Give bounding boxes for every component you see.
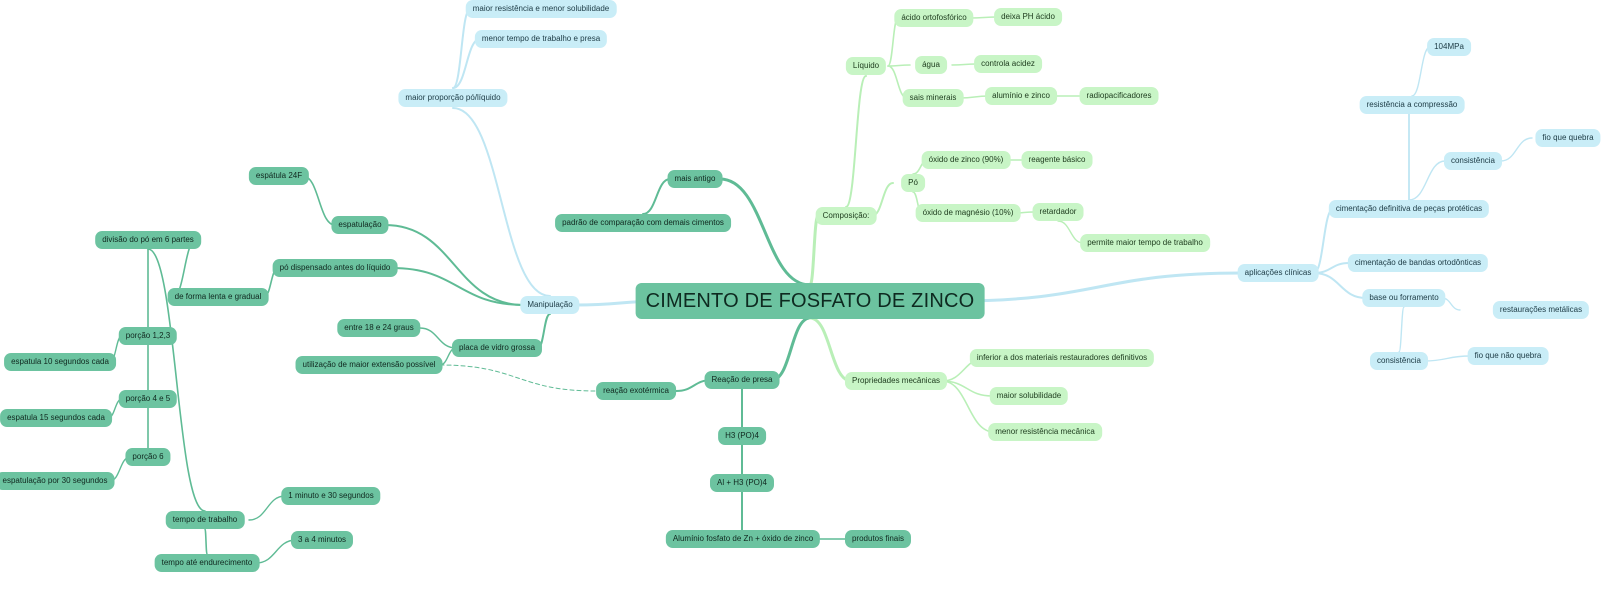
node-prop-mecanicas[interactable]: Propriedades mecânicas (844, 372, 948, 390)
node-restauracoes[interactable]: restaurações metálicas (1492, 301, 1590, 319)
node-tempo-endurecimento[interactable]: tempo até endurecimento (154, 554, 260, 572)
edge-utilizacao-exotermica (439, 364, 597, 392)
node-porcao45[interactable]: porção 4 e 5 (118, 390, 178, 408)
edge-manip-po (391, 267, 525, 306)
node-al-h3po4[interactable]: Al + H3 (PO)4 (709, 474, 775, 492)
node-reagente-basico[interactable]: reagente básico (1021, 151, 1093, 169)
edge-tempo-endurecimento (204, 528, 208, 555)
node-po-dispensado[interactable]: pó dispensado antes do líquido (272, 259, 398, 277)
node-oxido-zinco[interactable]: óxido de zinco (90%) (921, 151, 1011, 169)
edge-prop-menor (941, 380, 995, 433)
edge-aplic-definitiva (1313, 208, 1334, 274)
node-esp30[interactable]: espatulação por 30 segundos (0, 472, 115, 490)
node-padrao[interactable]: padrão de comparação com demais cimentos (555, 214, 731, 232)
node-composicao[interactable]: Composição: (815, 207, 877, 225)
edge-base-consistencia2 (1398, 306, 1405, 353)
node-de-forma-lenta[interactable]: de forma lenta e gradual (167, 288, 269, 306)
node-reacao-exotermica[interactable]: reação exotérmica (596, 382, 676, 400)
edge-root-mais-antigo (718, 177, 812, 287)
node-divisao[interactable]: divisão do pó em 6 partes (95, 231, 201, 249)
edge-composicao-liquido (845, 75, 867, 208)
edge-espatulacao-24f (302, 175, 336, 226)
node-sais-minerais[interactable]: sais minerais (902, 89, 964, 107)
node-maior-solubilidade[interactable]: maior solubilidade (989, 387, 1069, 405)
root-node[interactable]: CIMENTO DE FOSFATO DE ZINCO (635, 283, 985, 319)
edge-divisao-tempo (147, 248, 206, 512)
edge-consistencia2-fio (1423, 355, 1471, 362)
node-po[interactable]: Pó (901, 174, 925, 192)
edge-tempo-minuto (248, 495, 286, 521)
edge-consistencia-fio (1500, 137, 1533, 162)
edge-endurecimento-tres (255, 539, 297, 564)
node-esp15[interactable]: espatula 15 segundos cada (0, 409, 112, 427)
node-consistencia1[interactable]: consistência (1443, 152, 1503, 170)
edge-manip-espatulacao (384, 224, 525, 306)
node-retardador[interactable]: retardador (1032, 203, 1084, 221)
edge-aplic-base (1313, 272, 1367, 299)
node-aplicacoes[interactable]: aplicações clínicas (1237, 264, 1319, 282)
edge-resistencia-mpa (1411, 46, 1431, 97)
node-radiopacificadores[interactable]: radiopacificadores (1079, 87, 1159, 105)
node-porcao6[interactable]: porção 6 (125, 448, 171, 466)
node-deixa-ph[interactable]: deixa PH ácido (994, 8, 1062, 26)
node-maior-resistencia[interactable]: maior resistência e menor solubilidade (465, 0, 617, 18)
node-liquido[interactable]: Líquido (845, 57, 887, 75)
node-porcao123[interactable]: porção 1,2,3 (118, 327, 178, 345)
node-espatula24f[interactable]: espátula 24F (248, 167, 310, 185)
edge-liquido-agua (887, 64, 911, 67)
node-utilizacao[interactable]: utilização de maior extensão possível (295, 356, 443, 374)
edge-root-prop (808, 316, 853, 383)
node-oxido-magnesio[interactable]: óxido de magnésio (10%) (915, 204, 1021, 222)
node-tres-a-quatro[interactable]: 3 a 4 minutos (290, 531, 354, 549)
edge-root-composicao (808, 214, 820, 287)
node-aluminio-fosfato[interactable]: Alumínio fosfato de Zn + óxido de zinco (665, 530, 821, 548)
node-fio-quebra[interactable]: fio que quebra (1535, 129, 1601, 147)
node-cimentacao-definitiva[interactable]: cimentação definitiva de peças protética… (1328, 200, 1490, 218)
node-tempo-trabalho[interactable]: tempo de trabalho (165, 511, 245, 529)
node-placa-vidro[interactable]: placa de vidro grossa (451, 339, 543, 357)
node-mais-antigo[interactable]: mais antigo (667, 170, 723, 188)
node-um-minuto[interactable]: 1 minuto e 30 segundos (281, 487, 381, 505)
node-aluminio-zinco[interactable]: alumínio e zinco (985, 87, 1057, 105)
node-produtos-finais[interactable]: produtos finais (844, 530, 912, 548)
node-resistencia-compressao[interactable]: resistência a compressão (1359, 96, 1465, 114)
edge-root-reacao (770, 316, 812, 382)
node-menor-resistencia[interactable]: menor resistência mecânica (988, 423, 1102, 441)
edge-proporcao-resistencia (452, 8, 471, 89)
node-esp10[interactable]: espatula 10 segundos cada (4, 353, 116, 371)
node-h3po4[interactable]: H3 (PO)4 (718, 427, 766, 445)
node-espatulacao[interactable]: espatulação (331, 216, 389, 234)
edge-antigo-padrao (642, 178, 671, 215)
node-acido-ortofosforico[interactable]: ácido ortofosfórico (894, 9, 974, 27)
node-permite-maior[interactable]: permite maior tempo de trabalho (1080, 234, 1210, 252)
node-entre-18[interactable]: entre 18 e 24 graus (337, 319, 421, 337)
node-maior-proporcao[interactable]: maior proporção pó/líquido (398, 89, 508, 107)
node-mpa[interactable]: 104MPa (1427, 38, 1471, 56)
node-menor-tempo[interactable]: menor tempo de trabalho e presa (474, 30, 608, 48)
node-fio-nao-quebra[interactable]: fio que não quebra (1467, 347, 1549, 365)
edge-root-aplicacoes (953, 271, 1244, 303)
node-base-forramento[interactable]: base ou forramento (1362, 289, 1446, 307)
node-agua[interactable]: água (915, 56, 947, 74)
edge-manip-proporcao (452, 107, 551, 297)
node-reacao-presa[interactable]: Reação de presa (704, 371, 780, 389)
node-manipulacao[interactable]: Manipulação (520, 296, 580, 314)
node-cimentacao-bandas[interactable]: cimentação de bandas ortodônticas (1347, 254, 1489, 272)
node-inferior[interactable]: inferior a dos materiais restauradores d… (969, 349, 1155, 367)
node-controla-acidez[interactable]: controla acidez (974, 55, 1042, 73)
edge-placa-entre (419, 327, 457, 349)
node-consistencia2[interactable]: consistência (1369, 352, 1429, 370)
edge-definitiva-consistencia (1408, 160, 1446, 201)
